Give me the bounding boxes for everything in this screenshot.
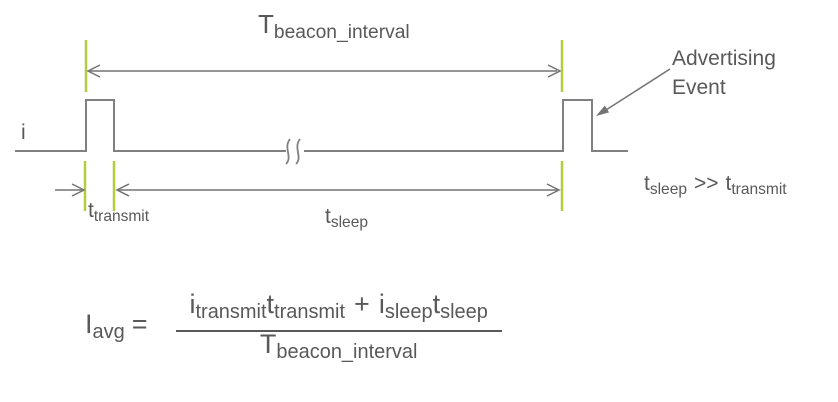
inequality-lhs-main: t <box>644 172 650 195</box>
numerator-plus-sign: + <box>354 289 370 319</box>
numerator-t-sleep-main: t <box>432 289 441 319</box>
beacon-interval-label-sub: beacon_interval <box>273 21 410 43</box>
axis-break-mark-2 <box>295 138 301 165</box>
sleep-transmit-inequality: tsleep>>ttransmit <box>644 172 787 198</box>
formula-numerator: itransmitttransmit+isleeptsleep <box>175 289 502 332</box>
beacon-interval-arrowhead-right <box>547 64 562 78</box>
formula-lhs: Iavg = <box>85 309 148 343</box>
t-sleep-label: tsleep <box>325 205 368 231</box>
t-sleep-label-main: t <box>325 205 331 228</box>
t-sleep-label-sub: sleep <box>330 213 368 231</box>
inequality-operator: >> <box>693 172 719 195</box>
numerator-i-sleep-main: i <box>378 289 385 319</box>
advertising-event-label-line1: Advertising <box>672 47 776 70</box>
t-transmit-label-main: t <box>88 199 94 222</box>
beacon-interval-label: Tbeacon_interval <box>258 9 410 42</box>
t-transmit-label: ttransmit <box>88 199 150 225</box>
formula-denominator: Tbeacon_interval <box>176 320 502 363</box>
signal-axis-label: i <box>21 121 26 144</box>
formula-fraction: itransmitttransmit+isleeptsleep Tbeacon_… <box>175 289 502 363</box>
denominator-main: T <box>259 329 277 360</box>
numerator-t-sleep-sub: sleep <box>440 300 488 323</box>
inequality-rhs-main: t <box>725 172 732 195</box>
beacon-interval-label-main: T <box>258 9 274 39</box>
advertising-event-label-line2: Event <box>672 76 726 99</box>
axis-break-mark-1 <box>285 138 291 165</box>
advertising-event-label: Advertising Event <box>672 44 776 102</box>
average-current-formula: Iavg= itransmitttransmit+isleeptsleep Tb… <box>85 289 502 363</box>
t-sleep-arrowhead-left <box>115 183 130 197</box>
numerator-i-sleep-sub: sleep <box>384 300 433 323</box>
numerator-i-transmit-main: i <box>189 289 196 319</box>
advertising-callout-arrowhead <box>596 105 610 116</box>
advertising-callout-arrow-line <box>605 68 671 111</box>
t-transmit-arrowhead <box>71 183 86 197</box>
numerator-i-transmit-sub: transmit <box>195 300 267 323</box>
signal-trace-left <box>15 99 286 152</box>
inequality-rhs-sub: transmit <box>731 180 787 198</box>
formula-lhs-sub: avg <box>92 320 125 343</box>
denominator-sub: beacon_interval <box>276 340 418 363</box>
numerator-t-transmit-main: t <box>266 289 275 319</box>
inequality-lhs-sub: sleep <box>649 180 687 198</box>
signal-trace-right <box>304 99 628 152</box>
numerator-t-transmit-sub: transmit <box>274 300 346 323</box>
t-sleep-arrowhead-right <box>546 183 561 197</box>
beacon-interval-arrowhead-left <box>86 64 101 78</box>
formula-lhs-main: I <box>85 309 93 340</box>
formula-equals-sign: = <box>131 309 148 340</box>
t-transmit-label-sub: transmit <box>93 207 150 225</box>
